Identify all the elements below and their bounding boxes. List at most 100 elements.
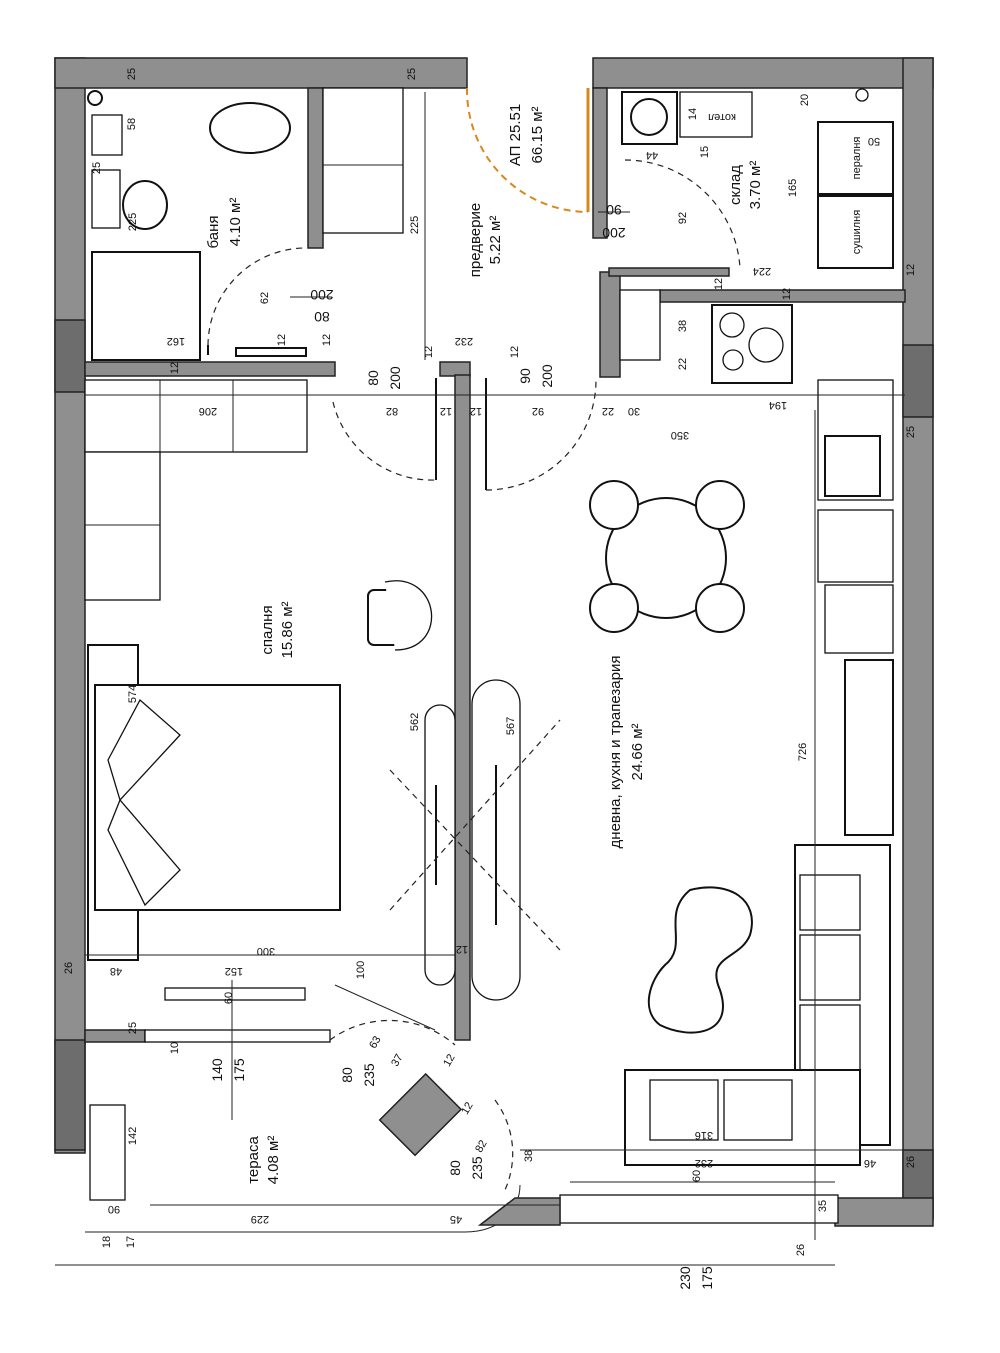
counter-block [824,584,894,654]
wall-bottom-right [834,1197,934,1227]
dim-12k: 12 [456,943,468,955]
terrace-name: тераса [245,1136,262,1184]
wall-storage-jamb [608,267,730,277]
dim-90: 90 [108,1203,120,1215]
dim-48: 48 [110,965,122,977]
terrace-pillar [378,1072,463,1157]
chair-3 [589,583,639,633]
dim-300: 300 [257,945,275,957]
dim-562: 562 [409,713,421,731]
living-area: 24.66 м² [629,723,646,780]
bottom-window-height: 175 [699,1266,715,1290]
living-door-swing [485,379,597,491]
dim-38: 38 [677,320,689,332]
pillow-2 [107,798,181,907]
dim-diag [334,984,436,1031]
wall-left [54,57,86,1044]
wall-inset-2 [902,344,934,418]
pillar-block [378,1072,463,1157]
dim-25c: 25 [905,426,917,438]
dryer-box [817,195,894,269]
bathroom-area: 4.10 м² [227,198,244,247]
sofa-cushion-1 [799,874,861,931]
terrace-window-width: 140 [209,1058,225,1082]
dining-set [589,480,745,633]
kitchen-sink [824,435,881,497]
boiler-icon [630,98,668,136]
terrace [85,987,839,1233]
bedroom-name: спалня [259,605,276,654]
dim-63: 63 [367,1034,384,1051]
chair-4 [695,583,745,633]
dim-726: 726 [797,743,809,761]
dim-225b: 225 [409,216,421,234]
wall-inset-1 [54,319,86,393]
burner-1 [719,312,745,338]
dim-152: 152 [225,965,243,977]
dim-12m: 12 [459,1100,476,1117]
dim-100: 100 [355,961,367,979]
dim-12j: 12 [905,264,917,276]
dim-162: 162 [167,335,185,347]
bathroom-name: баня [205,216,222,249]
dim-35: 35 [817,1200,829,1212]
wardrobe-hall [322,87,404,234]
dim-25b: 25 [91,162,103,174]
bottom-window-sill [559,1194,839,1224]
dim-12f: 12 [440,405,452,417]
terrace-door2-width: 80 [447,1160,463,1176]
dim-26c: 26 [905,1156,917,1168]
sofa-cushion-3 [799,1004,861,1071]
dimension-numbers: 25 25 58 25 225 225 62 12 12 162 232 12 … [63,68,917,1256]
dim-574: 574 [127,685,139,703]
storage-area: 3.70 м² [747,161,764,210]
dim-26a: 26 [63,962,75,974]
living-door-width: 90 [517,368,533,384]
burner-2 [748,327,784,363]
washer-box [817,121,894,195]
wall-hall-col [439,361,471,377]
washer-label: пералня [851,137,863,180]
wall-inset-3 [54,1039,86,1151]
entrance-door-height: 200 [602,225,626,241]
sofa-bottom-cushion-2 [723,1079,793,1141]
bedroom-door-height: 200 [387,366,403,390]
dim-25-top-left: 25 [126,68,138,80]
dim-38b: 38 [523,1150,535,1162]
bath-door-height: 200 [310,287,334,303]
wall-bath-right [307,87,324,249]
wardrobe-tall [84,451,161,601]
dim-30: 30 [628,405,640,417]
dim-206: 206 [199,405,217,417]
sofa-bottom-cushion-1 [649,1079,719,1141]
dim-18: 18 [101,1236,113,1248]
dim-25-top-mid: 25 [406,68,418,80]
dim-22b: 22 [677,358,689,370]
dining-table [605,497,727,619]
dim-10: 10 [169,1042,181,1054]
dim-17: 17 [125,1236,137,1248]
terrace-sill [164,987,306,1001]
fridge [844,659,894,836]
bedroom-door-width: 80 [365,370,381,386]
terrace-door-swing-2 [494,1099,514,1191]
bathtub-sink [209,102,291,154]
dim-60a: 60 [223,992,235,1004]
entrance-door-swing [465,87,589,213]
hall-area: 5.22 м² [487,216,504,265]
wall-top-left [54,57,468,89]
storage-drain-icon [855,88,869,102]
terrace-door1-height: 235 [361,1063,377,1087]
dim-14: 14 [687,108,699,120]
terrace-door1-width: 80 [339,1067,355,1083]
mirror-line-1 [389,769,561,951]
toilet-bowl [122,180,168,230]
dim-15: 15 [699,146,711,158]
drain-icon [87,90,103,106]
hall-name: предверие [467,203,484,277]
bottom-wall-stub [477,1197,561,1226]
dim-165: 165 [787,179,799,197]
kitchen [619,289,894,836]
door-labels: 90 200 80 200 80 200 90 200 140 175 80 2… [209,202,715,1290]
